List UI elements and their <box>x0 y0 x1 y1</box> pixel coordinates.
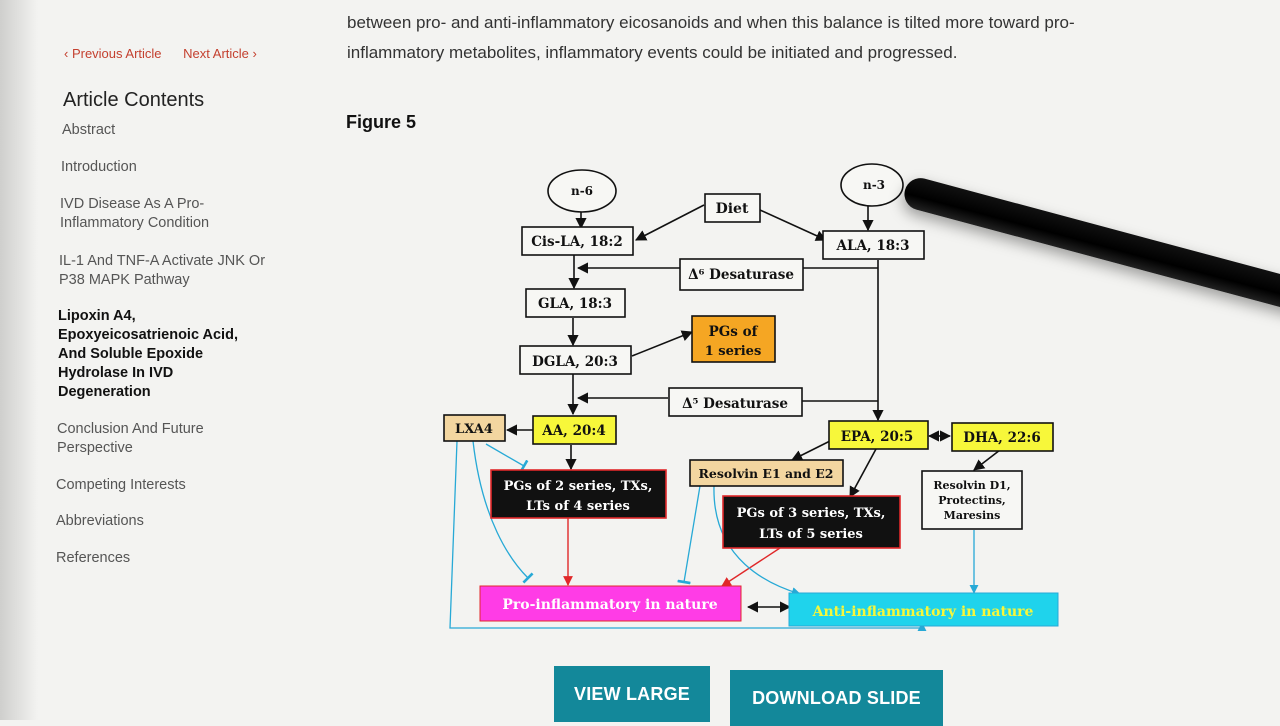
node-dgla: DGLA, 20:3 <box>519 345 632 375</box>
node-pgs-2-series: PGs of 2 series, TXs, LTs of 4 series <box>490 469 667 519</box>
node-resolvin-d-line2: Protectins, <box>938 494 1005 507</box>
node-dha-label: DHA, 22:6 <box>963 430 1041 446</box>
node-dha: DHA, 22:6 <box>951 422 1054 452</box>
node-diet: Diet <box>704 193 761 223</box>
sidebar-item-il1-tnf[interactable]: IL-1 And TNF-A Activate JNK Or P38 MAPK … <box>59 253 266 288</box>
node-ala-label: ALA, 18:3 <box>835 238 909 254</box>
node-epa-label: EPA, 20:5 <box>841 429 914 445</box>
node-delta6-desaturase: Δ⁶ Desaturase <box>679 258 804 291</box>
node-resolvin-e-label: Resolvin E1 and E2 <box>699 466 834 481</box>
node-lxa4: LXA4 <box>443 414 506 442</box>
node-n3-label: n-3 <box>863 178 885 192</box>
node-lxa4-label: LXA4 <box>455 422 493 437</box>
node-diet-label: Diet <box>716 201 749 217</box>
node-gla: GLA, 18:3 <box>525 288 626 318</box>
node-delta5-label: Δ⁵ Desaturase <box>682 396 788 412</box>
monitor-bezel <box>0 0 38 720</box>
node-anti-inflammatory-label: Anti-inflammatory in nature <box>812 604 1034 620</box>
node-dgla-label: DGLA, 20:3 <box>532 354 618 370</box>
node-pgs1-line2: 1 series <box>705 344 762 359</box>
node-pgs2-line1: PGs of 2 series, TXs, <box>504 479 653 494</box>
node-pgs3-line1: PGs of 3 series, TXs, <box>737 506 886 521</box>
article-line-2: inflammatory metabolites, inflammatory e… <box>347 43 958 62</box>
article-line-1: between pro- and anti-inflammatory eicos… <box>347 13 1075 32</box>
node-resolvin-e: Resolvin E1 and E2 <box>689 459 844 487</box>
node-n6: n-6 <box>547 169 617 213</box>
sidebar-item-abstract[interactable]: Abstract <box>62 122 116 138</box>
node-pro-inflammatory: Pro-inflammatory in nature <box>479 585 742 622</box>
view-large-button[interactable]: VIEW LARGE <box>554 666 710 722</box>
node-pgs3-line2: LTs of 5 series <box>759 527 863 542</box>
sidebar-item-ivd-disease[interactable]: IVD Disease As A Pro-Inflammatory Condit… <box>60 196 210 231</box>
node-pgs-1-series: PGs of 1 series <box>691 315 776 363</box>
figure-label: Figure 5 <box>346 112 417 132</box>
sidebar-item-competing-interests[interactable]: Competing Interests <box>56 477 186 493</box>
node-gla-label: GLA, 18:3 <box>538 296 612 312</box>
node-pro-inflammatory-label: Pro-inflammatory in nature <box>502 597 717 613</box>
node-anti-inflammatory: Anti-inflammatory in nature <box>788 592 1059 627</box>
node-n6-label: n-6 <box>571 184 593 198</box>
previous-article-link[interactable]: ‹ Previous Article <box>64 46 162 61</box>
next-article-link[interactable]: Next Article › <box>183 46 257 61</box>
node-delta5-desaturase: Δ⁵ Desaturase <box>668 387 803 417</box>
node-pgs-3-series: PGs of 3 series, TXs, LTs of 5 series <box>722 495 901 549</box>
node-resolvin-d-line1: Resolvin D1, <box>933 479 1010 492</box>
sidebar-item-conclusion[interactable]: Conclusion And Future Perspective <box>57 421 204 456</box>
node-aa: AA, 20:4 <box>532 415 617 445</box>
article-navigation: ‹ Previous Article Next Article › <box>64 46 275 61</box>
node-ala: ALA, 18:3 <box>822 230 925 260</box>
node-cis-la: Cis-LA, 18:2 <box>521 226 634 256</box>
node-delta6-label: Δ⁶ Desaturase <box>688 267 794 283</box>
node-n3: n-3 <box>840 163 904 207</box>
node-resolvin-d-line3: Maresins <box>944 509 1001 522</box>
node-aa-label: AA, 20:4 <box>541 423 606 439</box>
node-cis-la-label: Cis-LA, 18:2 <box>531 234 623 250</box>
download-slide-button[interactable]: DOWNLOAD SLIDE <box>730 670 943 726</box>
node-epa: EPA, 20:5 <box>828 420 929 450</box>
sidebar-item-abbreviations[interactable]: Abbreviations <box>56 513 144 529</box>
node-pgs1-line1: PGs of <box>709 324 759 340</box>
article-body-text: between pro- and anti-inflammatory eicos… <box>347 8 1207 68</box>
node-resolvin-d: Resolvin D1, Protectins, Maresins <box>921 470 1023 530</box>
sidebar-item-lipoxin[interactable]: Lipoxin A4, Epoxyeicosatrienoic Acid, An… <box>58 308 238 400</box>
sidebar-item-references[interactable]: References <box>56 550 131 566</box>
sidebar-title: Article Contents <box>63 89 205 111</box>
sidebar-item-introduction[interactable]: Introduction <box>61 159 137 175</box>
red-connectors <box>563 518 781 587</box>
node-pgs2-line2: LTs of 4 series <box>526 499 630 514</box>
